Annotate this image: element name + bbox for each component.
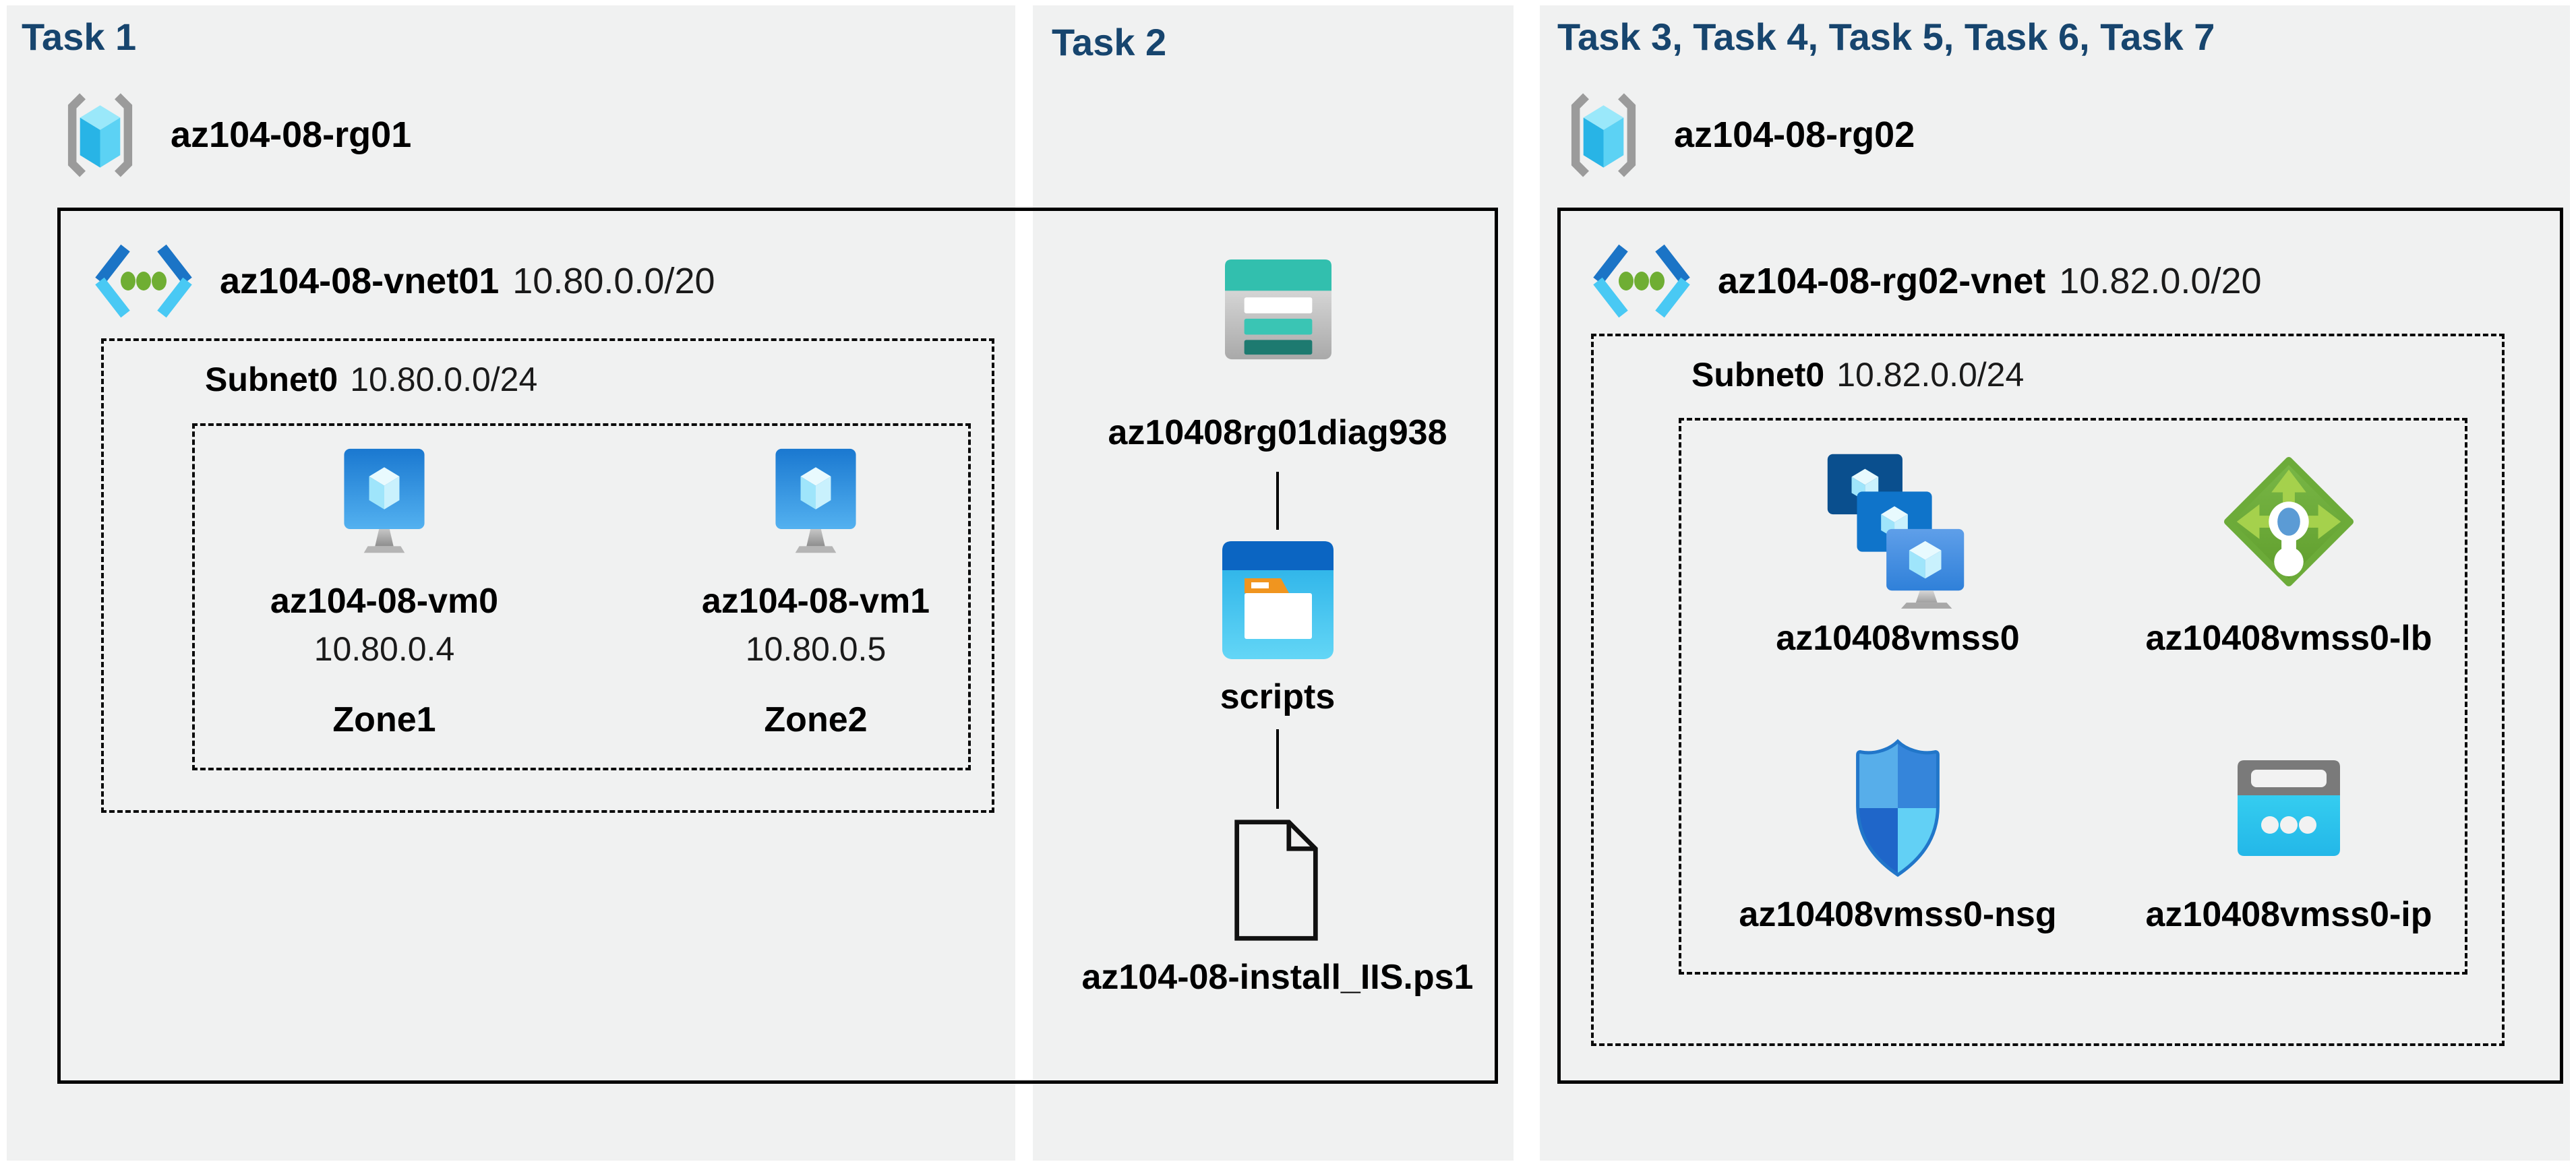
load-balancer-icon xyxy=(2223,456,2354,586)
icon-slot xyxy=(2235,732,2343,884)
vm-node-az104-08-vm0: az104-08-vm0 10.80.0.4 Zone1 xyxy=(243,446,526,740)
subnet-cidr: 10.82.0.0/24 xyxy=(1836,356,2025,394)
vm-ip: 10.80.0.5 xyxy=(745,630,887,668)
rg02-boundary-box xyxy=(1557,208,2563,1084)
vm-node-az104-08-vm1: az104-08-vm1 10.80.0.5 Zone2 xyxy=(674,446,957,740)
vmss-resources-box xyxy=(1679,418,2467,975)
public-ip-icon xyxy=(2238,760,2340,856)
nsg-node: az10408vmss0-nsg xyxy=(1739,732,2057,935)
resource-name: az10408vmss0-ip xyxy=(2145,895,2432,934)
resource-group-icon xyxy=(67,92,133,177)
vnet-cidr: 10.80.0.0/20 xyxy=(512,261,715,301)
vmss-node: az10408vmss0 xyxy=(1739,435,2056,658)
subnet0-box-rg01: Subnet0 10.80.0.0/24 xyxy=(101,338,994,813)
vnet-name: az104-08-vnet01 xyxy=(220,261,500,301)
ps1-file-icon xyxy=(1234,820,1318,941)
vm-name: az104-08-vm1 xyxy=(701,582,930,621)
nsg-shield-icon xyxy=(1856,738,1940,877)
subnet-cidr: 10.80.0.0/24 xyxy=(350,361,538,398)
public-ip-node: az10408vmss0-ip xyxy=(2130,732,2447,935)
icon-slot xyxy=(2222,435,2356,607)
load-balancer-node: az10408vmss0-lb xyxy=(2130,435,2447,658)
vm-name: az104-08-vm0 xyxy=(270,582,499,621)
subnet-label: Subnet0 10.82.0.0/24 xyxy=(1691,355,2024,394)
vmss-icon xyxy=(1827,454,1965,609)
vm-zones-box xyxy=(192,423,971,770)
vnet-row-rg02-vnet: az104-08-rg02-vnet 10.82.0.0/20 xyxy=(1591,237,2262,325)
panel-tasks3-7 xyxy=(1540,5,2570,1161)
resource-group-icon xyxy=(1571,92,1636,177)
subnet-name: Subnet0 xyxy=(205,361,338,398)
vnet-row-vnet01: az104-08-vnet01 10.80.0.0/20 xyxy=(93,237,715,325)
virtual-network-icon xyxy=(1593,244,1690,318)
subnet0-box-rg02: Subnet0 10.82.0.0/24 xyxy=(1591,334,2505,1046)
storage-account-name: az10408rg01diag938 xyxy=(1108,413,1447,452)
resource-group-rg01: az104-08-rg01 xyxy=(58,81,411,189)
vnet-cidr: 10.82.0.0/20 xyxy=(2059,261,2262,301)
resource-group-name: az104-08-rg01 xyxy=(171,115,412,155)
container-name: scripts xyxy=(1220,677,1336,716)
icon-slot xyxy=(1825,435,1971,609)
rg01-boundary-box xyxy=(57,208,1498,1084)
resource-name: az10408vmss0-nsg xyxy=(1739,895,2057,934)
connector-line xyxy=(1276,729,1279,809)
storage-account-icon xyxy=(1225,259,1331,360)
vm-zone: Zone2 xyxy=(764,700,868,739)
folder-container-icon xyxy=(1222,541,1334,659)
resource-group-rg02: az104-08-rg02 xyxy=(1561,81,1915,189)
script-file-name: az104-08-install_IIS.ps1 xyxy=(1081,958,1474,997)
resource-group-name: az104-08-rg02 xyxy=(1674,115,1915,155)
subnet-name: Subnet0 xyxy=(1691,356,1825,394)
resource-name: az10408vmss0 xyxy=(1776,619,2020,658)
task2-header: Task 2 xyxy=(1052,21,1167,63)
panel-task1 xyxy=(7,5,1015,1161)
resource-name: az10408vmss0-lb xyxy=(2145,619,2432,658)
virtual-machine-icon xyxy=(775,448,856,553)
vm-ip: 10.80.0.4 xyxy=(313,630,455,668)
vnet-name: az104-08-rg02-vnet xyxy=(1718,261,2046,301)
tasks3-7-header: Task 3, Task 4, Task 5, Task 6, Task 7 xyxy=(1557,16,2215,58)
subnet-label: Subnet0 10.80.0.0/24 xyxy=(205,360,537,399)
vm-zone: Zone1 xyxy=(332,700,436,739)
task1-header: Task 1 xyxy=(22,16,137,58)
connector-line xyxy=(1276,472,1279,530)
virtual-network-icon xyxy=(95,244,192,318)
icon-slot xyxy=(1847,732,1949,884)
virtual-machine-icon xyxy=(344,448,425,553)
